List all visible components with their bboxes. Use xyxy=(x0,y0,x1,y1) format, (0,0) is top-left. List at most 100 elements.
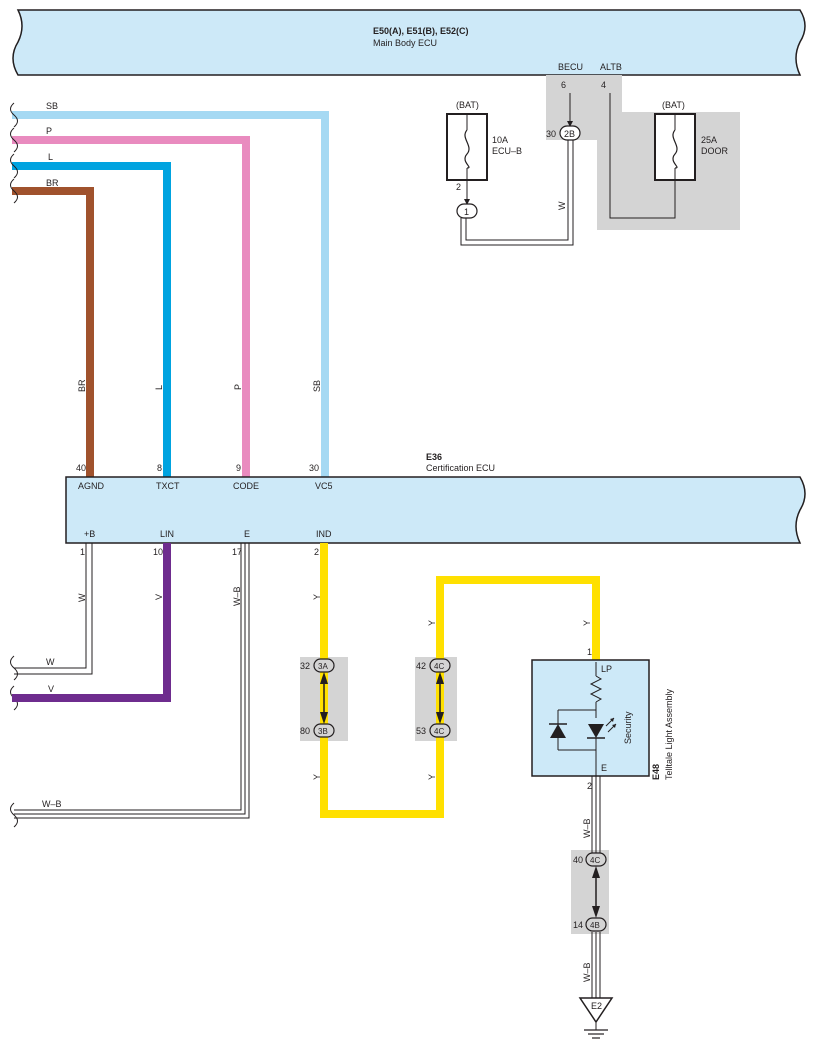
ecu-pin-name-code: CODE xyxy=(233,481,259,491)
ecu-top-pin-number-40: 40 xyxy=(76,463,86,473)
ground-e2: E2 xyxy=(578,997,614,1039)
telltale-pin-e: E xyxy=(601,763,607,773)
pin-name-altb: ALTB xyxy=(600,62,622,72)
junction-4c-top-pin: 42 xyxy=(416,661,426,671)
ecu-pin-name-agnd: AGND xyxy=(78,481,105,491)
vertical-label-y-4: Y xyxy=(427,774,437,780)
wire-label-w: W xyxy=(46,657,55,667)
ecu-pin-name-e: E xyxy=(244,529,250,539)
ecu-bottom-pin-number-1: 1 xyxy=(80,547,85,557)
ecu-pin-name-txct: TXCT xyxy=(156,481,180,491)
fuse-ecu-b-source: (BAT) xyxy=(456,100,479,110)
junction-3a-pin: 32 xyxy=(300,661,310,671)
ecu-top-pin-number-30: 30 xyxy=(309,463,319,473)
vertical-label-y-3: Y xyxy=(427,620,437,626)
ecu-pin-name-plus-b: +B xyxy=(84,529,95,539)
vertical-label-br: BR xyxy=(77,379,87,392)
telltale-name: Telltale Light Assembly xyxy=(664,688,674,780)
ecu-bottom-pin-number-2: 2 xyxy=(314,547,319,557)
vertical-label-wb-2: W–B xyxy=(582,818,592,838)
wire-br xyxy=(12,187,94,477)
vertical-label-v: V xyxy=(154,594,164,600)
telltale-pin-top: 1 xyxy=(587,647,592,657)
ecu-bottom-pin-number-10: 10 xyxy=(153,547,163,557)
junction-4b-pin: 14 xyxy=(573,920,583,930)
w-wire-left-inner xyxy=(14,543,93,675)
main-body-ecu-code: E50(A), E51(B), E52(C) xyxy=(373,26,469,36)
wire-v xyxy=(12,543,171,702)
fuse-ecu-b-connector: 1 xyxy=(464,207,469,217)
telltale-code: E48 xyxy=(651,764,661,780)
junction-2b-label: 2B xyxy=(564,129,575,139)
ecu-top-pin-number-9: 9 xyxy=(236,463,241,473)
junction-3a-label: 3A xyxy=(318,662,328,671)
fuse-ecu-b: (BAT) 10A ECU–B 2 1 xyxy=(446,100,522,219)
pin-name-becu: BECU xyxy=(558,62,583,72)
ecu-bottom-pin-number-17: 17 xyxy=(232,547,242,557)
vertical-label-l: L xyxy=(154,385,164,390)
wire-l xyxy=(12,162,171,477)
main-body-ecu-name: Main Body ECU xyxy=(373,38,437,48)
vertical-label-y-2: Y xyxy=(312,774,322,780)
fuse-ecu-b-rating: 10A xyxy=(492,135,508,145)
wire-breaks xyxy=(10,102,18,828)
ecu-pin-name-vc5: VC5 xyxy=(315,481,333,491)
wb-wire-telltale xyxy=(591,776,601,998)
fuse-door-source: (BAT) xyxy=(662,100,685,110)
pin-number-6: 6 xyxy=(561,80,566,90)
junction-3b-pin: 80 xyxy=(300,726,310,736)
left-wires xyxy=(12,111,329,477)
certification-ecu-name: Certification ECU xyxy=(426,463,495,473)
wire-label-sb: SB xyxy=(46,101,58,111)
altb-wire xyxy=(609,93,676,219)
wb-wire-1 xyxy=(14,543,242,811)
vertical-label-y-5: Y xyxy=(582,620,592,626)
junction-4c-4c: 4C 42 4C 53 xyxy=(416,658,451,738)
pin-number-4: 4 xyxy=(601,80,606,90)
junction-3a-3b: 3A 32 3B 80 xyxy=(300,658,335,738)
ground-label: E2 xyxy=(591,1001,602,1011)
certification-ecu-code: E36 xyxy=(426,452,442,462)
junction-3b-label: 3B xyxy=(318,727,328,736)
wb-wire-2 xyxy=(14,543,246,815)
wire-sb xyxy=(12,111,329,477)
ecu-top-pin-number-8: 8 xyxy=(157,463,162,473)
fuse-door-rating: 25A xyxy=(701,135,717,145)
vertical-label-y-1: Y xyxy=(312,594,322,600)
w-wire-label-ecub: W xyxy=(557,201,567,210)
ecu-pin-name-ind: IND xyxy=(316,529,332,539)
telltale-light-assembly: 1 LP E Security E48 Telltale Light Assem… xyxy=(531,647,674,791)
w-wire-left-outer xyxy=(14,543,87,669)
wb-wire-3 xyxy=(14,543,250,819)
junction-4c-bottom-pin: 53 xyxy=(416,726,426,736)
wire-label-br: BR xyxy=(46,178,59,188)
junction-4b-label: 4B xyxy=(590,921,600,930)
wire-label-v: V xyxy=(48,684,54,694)
vertical-label-w: W xyxy=(77,593,87,602)
wire-label-p: P xyxy=(46,126,52,136)
junction-4c-low-label: 4C xyxy=(590,856,600,865)
vertical-label-wb: W–B xyxy=(232,586,242,606)
w-wire-inner xyxy=(460,140,574,246)
ecu-pin-name-lin: LIN xyxy=(160,529,174,539)
junction-4c-bottom-label: 4C xyxy=(434,727,444,736)
fuse-ecu-b-pin: 2 xyxy=(456,182,461,192)
junction-4c-low-pin: 40 xyxy=(573,855,583,865)
telltale-pin-lp: LP xyxy=(601,664,612,674)
vertical-label-sb: SB xyxy=(312,380,322,392)
junction-4c-4b: 4C 40 4B 14 xyxy=(573,852,607,932)
junction-4c-top-label: 4C xyxy=(434,662,444,671)
vertical-label-p: P xyxy=(233,384,243,390)
junction-2b-pin: 30 xyxy=(546,129,556,139)
vertical-label-wb-3: W–B xyxy=(582,962,592,982)
telltale-pin-bottom: 2 xyxy=(587,781,592,791)
main-body-ecu: E50(A), E51(B), E52(C) Main Body ECU xyxy=(12,9,806,76)
wire-label-l: L xyxy=(48,152,53,162)
telltale-function: Security xyxy=(623,711,633,744)
junction-2b: 2B 30 xyxy=(546,125,581,141)
w-wire-outer xyxy=(465,140,569,241)
wire-p xyxy=(12,136,250,477)
fuse-ecu-b-name: ECU–B xyxy=(492,146,522,156)
fuse-door: (BAT) 25A DOOR xyxy=(609,93,729,219)
